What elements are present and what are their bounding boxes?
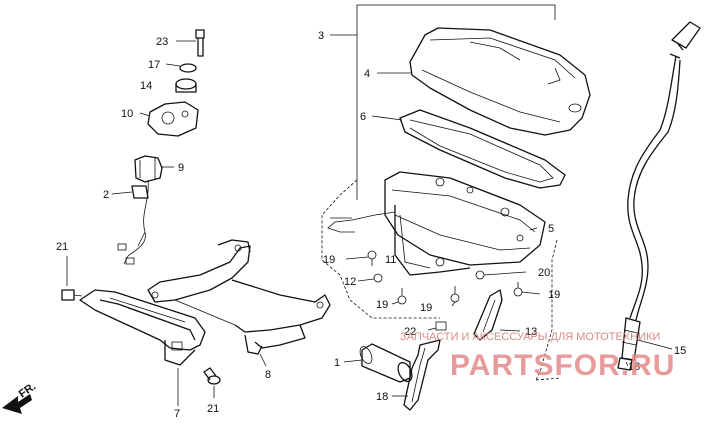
drain-tube xyxy=(473,289,503,341)
callout-22: 22 xyxy=(404,326,416,338)
callout-3: 3 xyxy=(318,30,324,42)
callout-17: 17 xyxy=(148,59,160,71)
meter-stay xyxy=(147,239,331,355)
callout-14: 14 xyxy=(140,80,152,92)
front-direction-arrow xyxy=(2,394,32,414)
callout-21-upper: 21 xyxy=(56,241,68,253)
meter-assembly xyxy=(384,171,546,276)
callout-2: 2 xyxy=(103,189,109,201)
group-bracket-3 xyxy=(330,4,556,36)
callout-12: 12 xyxy=(344,276,356,288)
callout-9: 9 xyxy=(178,162,184,174)
callout-19-d: 19 xyxy=(548,289,560,301)
watermark-subtitle: ЗАПЧАСТИ И АКСЕССУАРЫ ДЛЯ МОТОТЕХНИКИ xyxy=(400,331,660,343)
callout-8: 8 xyxy=(265,369,271,381)
callout-11: 11 xyxy=(385,254,396,266)
bolt-lower xyxy=(203,367,221,385)
upper-mount-hardware xyxy=(147,29,205,137)
meter-cover xyxy=(409,27,591,136)
callout-1: 1 xyxy=(334,357,340,369)
callout-20: 20 xyxy=(538,267,550,279)
callout-19-c: 19 xyxy=(420,302,432,314)
callout-15: 15 xyxy=(674,345,686,357)
sensor-unit xyxy=(117,155,163,265)
meter-gasket xyxy=(399,109,566,189)
callout-10: 10 xyxy=(121,108,133,120)
speedometer-cable xyxy=(617,21,701,371)
callout-16: 16 xyxy=(628,361,640,373)
callout-6: 6 xyxy=(360,111,366,123)
callout-13: 13 xyxy=(525,326,537,338)
sleeve xyxy=(359,343,413,383)
callout-4: 4 xyxy=(364,68,370,80)
watermark-logo: PARTSFOR.RU xyxy=(450,349,675,382)
callout-18: 18 xyxy=(376,391,388,403)
callout-19-b: 19 xyxy=(376,299,388,311)
callout-23: 23 xyxy=(156,36,168,48)
callout-21-lower: 21 xyxy=(207,403,219,415)
callout-5: 5 xyxy=(548,223,554,235)
front-stay xyxy=(61,289,206,366)
callout-7: 7 xyxy=(174,408,180,420)
front-direction-label: FR. xyxy=(17,380,38,400)
leader-lines xyxy=(66,40,673,406)
band-clamp xyxy=(403,339,441,411)
meter-wiring xyxy=(327,211,396,233)
callout-19-a: 19 xyxy=(323,254,335,266)
